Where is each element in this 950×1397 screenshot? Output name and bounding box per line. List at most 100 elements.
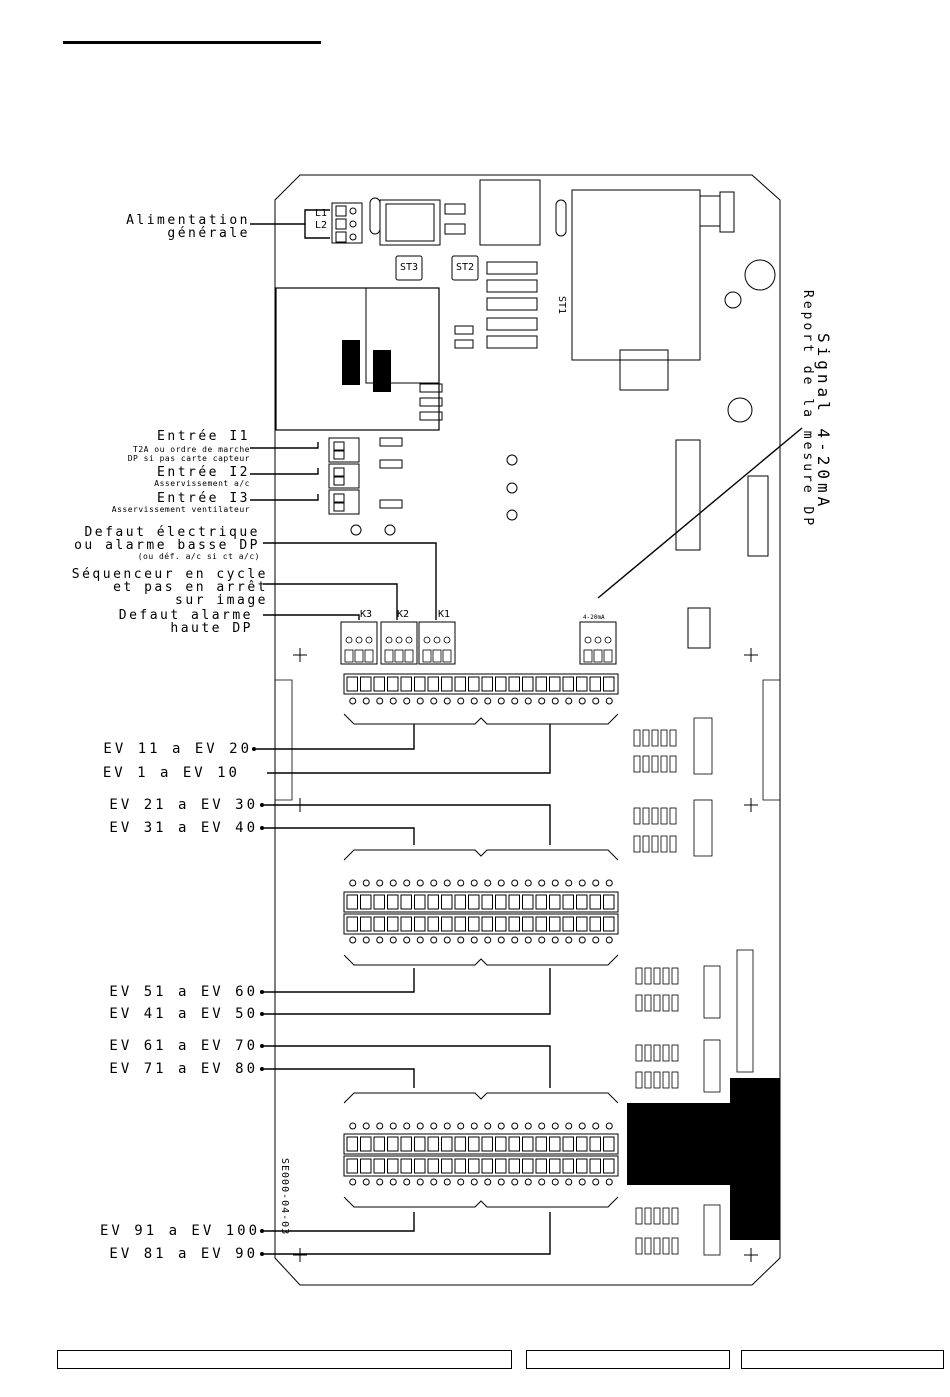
terminal-screw — [605, 879, 613, 887]
terminal-screw — [551, 697, 559, 705]
terminal-slot — [468, 1136, 480, 1152]
st2-label: ST2 — [456, 262, 475, 273]
terminal-screw — [443, 697, 451, 705]
terminal-slot — [387, 894, 399, 910]
terminal-screw — [538, 879, 546, 887]
terminal-screw — [497, 936, 505, 944]
terminal-slot — [495, 916, 507, 932]
terminal-screw — [484, 879, 492, 887]
terminal-screw — [403, 697, 411, 705]
resistor — [651, 729, 659, 747]
ic-chip — [703, 1204, 721, 1256]
ic-chip — [693, 799, 713, 857]
footer-box-left — [57, 1350, 512, 1369]
resistor — [669, 729, 677, 747]
terminal-slot — [495, 1158, 507, 1174]
terminal-slot — [549, 916, 561, 932]
terminal-screw — [362, 1122, 370, 1130]
terminal-slot — [468, 1158, 480, 1174]
resistor — [653, 1207, 661, 1225]
resistor — [635, 1207, 643, 1225]
terminal-screw — [511, 1178, 519, 1186]
entree2-sub: Asservissement a/c — [154, 479, 250, 488]
resistor — [651, 835, 659, 853]
terminal-screw — [605, 697, 613, 705]
terminal-screw — [416, 1122, 424, 1130]
terminal-slot — [373, 676, 385, 692]
report-label: Report de la mesure DP — [800, 290, 815, 529]
strip-frame — [343, 1133, 619, 1155]
terminal-screw — [565, 697, 573, 705]
resistor — [633, 729, 641, 747]
terminal-screw — [497, 879, 505, 887]
terminal-screw — [592, 879, 600, 887]
terminal-slot — [508, 916, 520, 932]
terminal-screw — [376, 936, 384, 944]
terminal-slot — [387, 1158, 399, 1174]
ev-label-21-30: EV 21 a EV 30 — [109, 797, 258, 813]
resistor — [671, 994, 679, 1012]
terminal-screw — [470, 697, 478, 705]
terminal-screw — [362, 697, 370, 705]
resistor — [662, 1044, 670, 1062]
leader-dots — [252, 747, 264, 1256]
terminal-slot — [360, 894, 372, 910]
terminal-slot — [441, 916, 453, 932]
terminal-screw — [592, 1178, 600, 1186]
resistor — [635, 1071, 643, 1089]
terminal-screw — [443, 879, 451, 887]
board-notch — [275, 679, 780, 801]
terminal-screw — [389, 697, 397, 705]
relay-k3: K3 — [360, 609, 373, 620]
board-outline — [274, 174, 781, 1286]
terminal-screw — [605, 1178, 613, 1186]
resistor — [642, 835, 650, 853]
terminal-screw — [430, 1122, 438, 1130]
terminal-screw — [578, 879, 586, 887]
resistor — [669, 835, 677, 853]
terminal-slot — [454, 916, 466, 932]
terminal-slot — [535, 1136, 547, 1152]
ic-components — [633, 717, 754, 1256]
terminal-slot — [576, 676, 588, 692]
terminal-screw — [524, 879, 532, 887]
terminal-screw — [430, 879, 438, 887]
terminal-slot — [441, 894, 453, 910]
terminal-screw — [470, 936, 478, 944]
terminal-slot — [522, 916, 534, 932]
terminal-slot — [508, 1136, 520, 1152]
terminal-screw — [551, 1178, 559, 1186]
terminal-slot — [373, 1158, 385, 1174]
terminal-screw — [538, 1122, 546, 1130]
leader-lines — [250, 209, 803, 1255]
resistor — [669, 807, 677, 825]
terminal-screw — [416, 936, 424, 944]
terminal-slot — [549, 1136, 561, 1152]
terminal-screw — [497, 697, 505, 705]
terminal-slot — [522, 894, 534, 910]
terminal-slot — [454, 1158, 466, 1174]
resistor — [653, 994, 661, 1012]
terminal-screw — [376, 697, 384, 705]
terminal-screw — [403, 879, 411, 887]
entree1-title: Entrée I1 — [157, 429, 250, 444]
terminal-slot — [346, 676, 358, 692]
terminal-l2: L2 — [315, 220, 328, 231]
strip-bracket — [343, 1196, 619, 1208]
terminal-slot — [495, 676, 507, 692]
terminal-slot — [589, 676, 601, 692]
terminal-slot — [576, 1136, 588, 1152]
terminal-screw — [349, 1178, 357, 1186]
resistor — [635, 1237, 643, 1255]
resistor — [662, 1071, 670, 1089]
terminal-slot — [481, 676, 493, 692]
input-terminals — [328, 437, 360, 515]
terminal-screw — [578, 697, 586, 705]
terminal-slot — [535, 894, 547, 910]
ev-terminal-strips — [343, 673, 619, 1208]
terminal-screw — [416, 1178, 424, 1186]
terminal-slot — [562, 676, 574, 692]
terminal-screw — [362, 879, 370, 887]
terminal-slot — [427, 1158, 439, 1174]
